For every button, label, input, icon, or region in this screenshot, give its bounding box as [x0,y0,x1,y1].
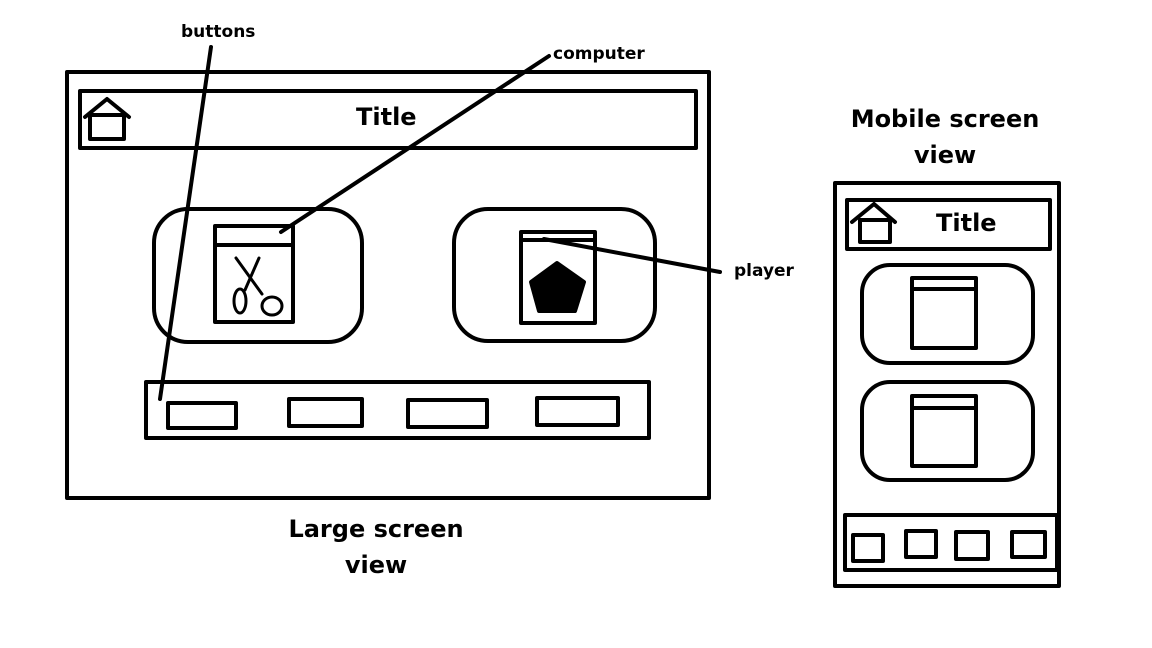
mobile-title-bar [845,198,1052,251]
computer-leader-line [279,54,551,234]
large-screen-frame [65,70,711,500]
mobile-button-1[interactable] [851,533,885,563]
large-screen-caption: Large screen view [276,511,476,583]
mobile-card-1 [860,263,1035,365]
buttons-leader-line [158,45,213,401]
mobile-caption-line-1: Mobile screen [850,105,1040,133]
annotation-computer: computer [553,44,645,64]
mobile-caption-line-2: view [913,141,977,169]
mobile-screen-caption: Mobile screen view [840,101,1050,173]
player-leader-line [542,237,722,274]
mobile-button-4[interactable] [1010,530,1047,559]
mobile-button-bar [843,513,1059,572]
large-caption-line-2: view [344,551,408,579]
mobile-card-2 [860,380,1035,482]
mobile-page-title: Title [936,209,997,237]
large-button-bar [144,380,651,440]
annotation-buttons: buttons [181,22,256,42]
annotation-player: player [734,261,794,281]
player-card-image [519,230,597,325]
pentagon-icon [529,261,586,313]
large-title-bar [78,89,698,150]
large-button-4[interactable] [535,396,620,427]
home-icon [850,202,897,244]
large-page-title: Title [356,103,417,131]
mobile-button-3[interactable] [954,530,990,561]
mobile-screen-frame [833,181,1061,588]
scissors-icon [232,256,284,317]
large-caption-line-1: Large screen [288,515,464,543]
player-card [452,207,657,343]
mobile-card-1-image [910,276,978,350]
home-icon [83,97,131,141]
large-button-1[interactable] [166,401,238,430]
computer-card-image [213,224,295,324]
large-button-2[interactable] [287,397,364,428]
large-button-3[interactable] [406,398,489,429]
mobile-button-2[interactable] [904,529,938,559]
mobile-card-2-image [910,394,978,468]
computer-card [152,207,364,344]
